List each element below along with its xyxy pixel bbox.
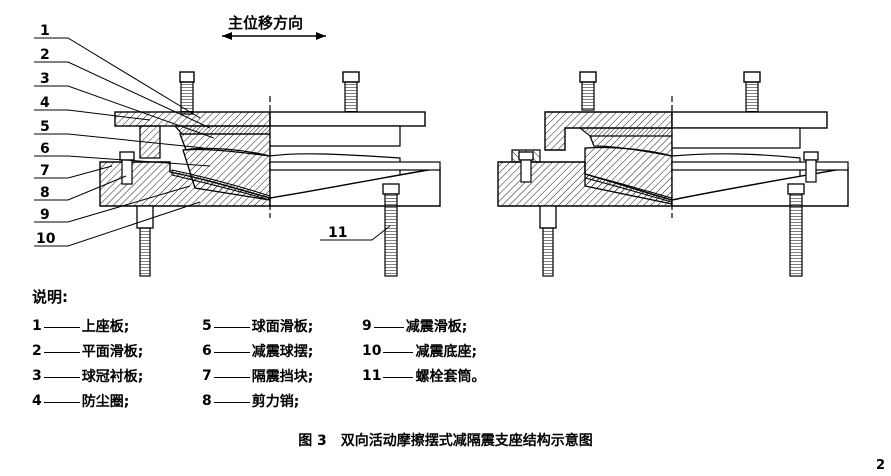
callout-2: 2 bbox=[40, 47, 50, 63]
legend-item-label: 螺栓套筒。 bbox=[415, 369, 486, 385]
legend-item-label: 减震球摆; bbox=[251, 344, 314, 360]
legend-item-number: 6 bbox=[202, 343, 212, 359]
callout-5: 5 bbox=[40, 119, 50, 135]
legend-item-dash bbox=[213, 376, 250, 378]
callout-6: 6 bbox=[40, 141, 50, 157]
legend-item: 2 平面滑板; bbox=[32, 341, 143, 361]
legend-item-dash bbox=[213, 326, 250, 328]
right-shear-pin bbox=[518, 151, 534, 183]
callout-3: 3 bbox=[40, 71, 50, 87]
legend-item-dash bbox=[43, 376, 80, 378]
legend-item-label: 减震滑板; bbox=[405, 319, 468, 335]
callout-7: 7 bbox=[40, 163, 50, 179]
left-section-view bbox=[99, 71, 441, 277]
callout-8: 8 bbox=[40, 185, 50, 201]
legend-item-dash bbox=[43, 351, 80, 353]
legend-item-number: 1 bbox=[32, 318, 42, 334]
legend-item-label: 剪力销; bbox=[251, 394, 300, 410]
legend-item-number: 3 bbox=[32, 368, 42, 384]
legend-item-number: 8 bbox=[202, 393, 212, 409]
lower-left-bolt bbox=[136, 205, 154, 277]
legend-item-label: 球面滑板; bbox=[251, 319, 314, 335]
right-lower-bolt-2 bbox=[787, 183, 805, 277]
callout-4: 4 bbox=[40, 95, 50, 111]
legend-item-number: 4 bbox=[32, 393, 42, 409]
right-shear-pin-2 bbox=[803, 151, 819, 183]
legend-item: 6 减震球摆; bbox=[202, 341, 313, 361]
legend-item: 10 减震底座; bbox=[362, 341, 477, 361]
legend-item-label: 防尘圈; bbox=[81, 394, 130, 410]
upper-plate-outline bbox=[269, 111, 426, 127]
callout-numbers: 1 2 3 4 5 6 7 8 9 10 11 bbox=[36, 23, 347, 247]
main-displacement-arrow bbox=[222, 32, 326, 40]
right-upper-bolt-1 bbox=[579, 71, 597, 111]
legend-item: 8 剪力销; bbox=[202, 391, 299, 411]
legend-item-number: 9 bbox=[362, 318, 372, 334]
legend-item-dash bbox=[43, 326, 80, 328]
legend-item-label: 上座板; bbox=[81, 319, 130, 335]
legend-item-label: 平面滑板; bbox=[81, 344, 144, 360]
legend-item-number: 7 bbox=[202, 368, 212, 384]
legend-item-dash bbox=[373, 326, 404, 328]
legend-item: 7 隔震挡块; bbox=[202, 366, 313, 386]
callout-11: 11 bbox=[328, 225, 347, 241]
legend-item-dash bbox=[383, 351, 414, 353]
legend-item-dash bbox=[383, 376, 414, 378]
flat-slide-plate bbox=[173, 125, 271, 135]
legend-item-dash bbox=[43, 401, 80, 403]
legend-item-label: 球冠衬板; bbox=[81, 369, 144, 385]
callout-leaders bbox=[34, 37, 391, 247]
legend-item: 4 防尘圈; bbox=[32, 391, 129, 411]
callout-10: 10 bbox=[36, 231, 56, 247]
legend-item-number: 5 bbox=[202, 318, 212, 334]
bolt-sleeve-left bbox=[382, 183, 400, 277]
callout-1: 1 bbox=[40, 23, 50, 39]
legend-item-dash bbox=[213, 351, 250, 353]
legend-item-label: 隔震挡块; bbox=[251, 369, 314, 385]
legend-item-number: 11 bbox=[362, 368, 382, 384]
shear-pin bbox=[119, 151, 135, 185]
right-lower-bolt-1 bbox=[539, 205, 557, 277]
main-displacement-label: 主位移方向 bbox=[228, 14, 303, 32]
callout-9: 9 bbox=[40, 207, 50, 223]
page-number: 2 bbox=[876, 458, 886, 473]
legend-item-number: 2 bbox=[32, 343, 42, 359]
legend-item: 1 上座板; bbox=[32, 316, 129, 336]
legend-item: 9 减震滑板; bbox=[362, 316, 467, 336]
legend-item: 11 螺栓套筒。 bbox=[362, 366, 485, 386]
legend-title: 说明: bbox=[32, 288, 68, 306]
legend-item: 3 球冠衬板; bbox=[32, 366, 143, 386]
figure-caption: 图 3 双向活动摩擦摆式减隔震支座结构示意图 bbox=[298, 433, 593, 449]
legend-item-number: 10 bbox=[362, 343, 382, 359]
legend-item-label: 减震底座; bbox=[415, 344, 478, 360]
legend-item-dash bbox=[213, 401, 250, 403]
right-section-view bbox=[497, 71, 849, 277]
legend-item: 5 球面滑板; bbox=[202, 316, 313, 336]
